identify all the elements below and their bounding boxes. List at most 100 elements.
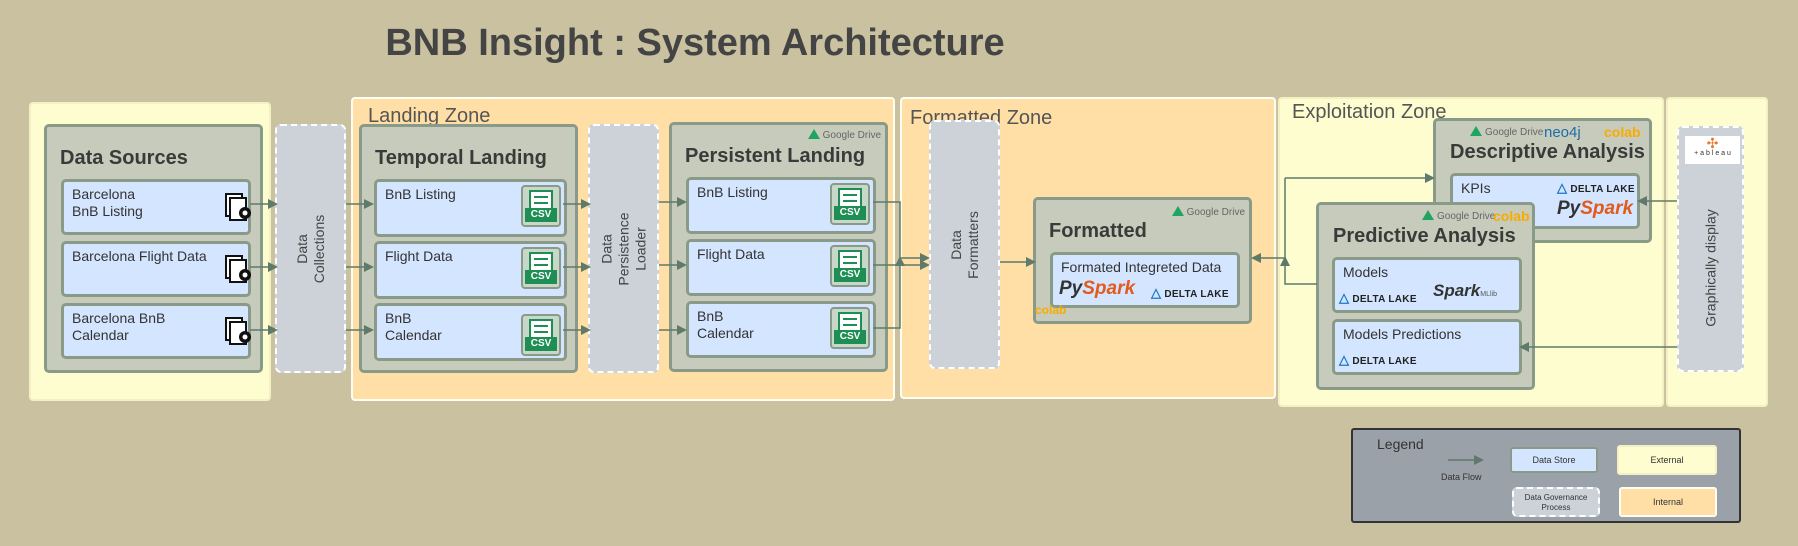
persistent-landing-title: Persistent Landing: [685, 145, 866, 167]
delta-lake-logo: △DELTA LAKE: [1557, 179, 1635, 198]
csv-icon: CSV: [830, 245, 870, 287]
colab-logo: colab: [1035, 303, 1067, 317]
source-label: Barcelona BnB Calendar: [72, 310, 166, 343]
descriptive-analysis-title: Descriptive Analysis: [1450, 141, 1645, 163]
spark-label: Spark: [1433, 281, 1481, 300]
temporal-bnb-listing[interactable]: BnB Listing CSV: [374, 179, 567, 237]
store-label: Flight Data: [697, 246, 765, 262]
tableau-label: + a b l e a u: [1694, 150, 1731, 157]
store-label: Formated Integreted Data: [1061, 259, 1222, 275]
store-label: Flight Data: [385, 248, 453, 264]
data-persistence-loader-process[interactable]: Data Persistence Loader: [588, 124, 659, 373]
graphically-display-process[interactable]: ✣ + a b l e a u Graphically display: [1677, 126, 1744, 372]
colab-logo: colab: [1493, 208, 1530, 224]
legend-title: Legend: [1377, 436, 1424, 452]
store-label: KPIs: [1461, 180, 1491, 196]
store-label: BnB Listing: [385, 186, 456, 202]
csv-icon: CSV: [521, 185, 561, 227]
google-drive-logo: Google Drive: [1422, 210, 1495, 222]
delta-lake-label: DELTA LAKE: [1164, 289, 1229, 300]
formatted-title: Formatted: [1049, 220, 1147, 242]
delta-lake-logo: △DELTA LAKE: [1339, 289, 1417, 308]
google-drive-logo: Google Drive: [1470, 126, 1543, 138]
google-drive-logo: Google Drive: [1171, 206, 1245, 218]
csv-icon: CSV: [830, 307, 870, 349]
legend-data-store: Data Store: [1510, 447, 1598, 473]
source-bnb-calendar[interactable]: Barcelona BnB Calendar: [61, 303, 251, 359]
delta-lake-icon: △: [1339, 290, 1350, 305]
spark-mllib-logo: SparkMLlib: [1433, 282, 1497, 303]
csv-icon: CSV: [521, 314, 561, 356]
colab-logo: colab: [1604, 124, 1641, 140]
legend: Legend Data Flow Data Store External Dat…: [1351, 428, 1741, 523]
data-sources-title: Data Sources: [60, 147, 188, 169]
google-drive-label: Google Drive: [822, 130, 881, 141]
exploitation-zone-label: Exploitation Zone: [1292, 101, 1447, 123]
source-bnb-listing[interactable]: Barcelona BnB Listing: [61, 179, 251, 235]
store-label: BnB Listing: [697, 184, 768, 200]
csv-icon: CSV: [830, 183, 870, 225]
pyspark-logo: PySpark: [1557, 198, 1634, 219]
tableau-logo: ✣ + a b l e a u: [1685, 136, 1740, 164]
persistent-landing-group: Google Drive Persistent Landing BnB List…: [669, 122, 888, 372]
pyspark-py: Py: [1557, 198, 1581, 219]
pyspark-logo: PySpark: [1059, 278, 1136, 299]
data-formatters-process[interactable]: Data Formatters: [929, 120, 1000, 369]
persistent-bnb-calendar[interactable]: BnB Calendar CSV: [686, 301, 876, 358]
source-label: Barcelona Flight Data: [72, 248, 207, 264]
legend-internal-label: Internal: [1652, 497, 1684, 507]
temporal-flight-data[interactable]: Flight Data CSV: [374, 241, 567, 299]
pyspark-spark: Spark: [1580, 198, 1634, 219]
csv-tag: CSV: [525, 208, 557, 222]
predictive-analysis-title: Predictive Analysis: [1333, 225, 1516, 247]
google-drive-label: Google Drive: [1437, 211, 1496, 222]
csv-tag: CSV: [834, 206, 866, 220]
store-label: BnB Calendar: [697, 308, 754, 341]
pyspark-spark: Spark: [1082, 278, 1136, 299]
legend-arrow-icon: [1448, 455, 1484, 465]
delta-lake-logo: △DELTA LAKE: [1151, 284, 1229, 303]
api-gear-icon: [225, 317, 251, 345]
api-gear-icon: [225, 255, 251, 283]
delta-lake-icon: △: [1339, 352, 1350, 367]
data-sources-group: Data Sources Barcelona BnB Listing Barce…: [44, 124, 263, 373]
legend-internal: Internal: [1619, 487, 1717, 517]
legend-data-store-label: Data Store: [1532, 455, 1576, 465]
legend-governance-label: Data Governance Process: [1524, 493, 1588, 512]
legend-external-label: External: [1650, 455, 1684, 465]
api-gear-icon: [225, 193, 251, 221]
temporal-landing-group: Temporal Landing BnB Listing CSV Flight …: [359, 124, 578, 373]
kpis-store[interactable]: KPIs △DELTA LAKE PySpark: [1450, 173, 1640, 229]
models-store[interactable]: Models △DELTA LAKE SparkMLlib: [1332, 257, 1522, 313]
store-label: BnB Calendar: [385, 310, 442, 343]
source-flight-data[interactable]: Barcelona Flight Data: [61, 241, 251, 297]
legend-governance: Data Governance Process: [1512, 487, 1600, 517]
delta-lake-label: DELTA LAKE: [1352, 356, 1417, 367]
temporal-bnb-calendar[interactable]: BnB Calendar CSV: [374, 303, 567, 361]
formatted-integrated-data-store[interactable]: Formated Integreted Data PySpark △DELTA …: [1050, 252, 1240, 308]
google-drive-label: Google Drive: [1485, 127, 1544, 138]
predictive-analysis-group: Google Drive colab Predictive Analysis M…: [1316, 202, 1535, 390]
csv-tag: CSV: [525, 337, 557, 351]
delta-lake-label: DELTA LAKE: [1570, 184, 1635, 195]
store-label: Models Predictions: [1343, 326, 1462, 342]
pyspark-py: Py: [1059, 278, 1083, 299]
persistent-bnb-listing[interactable]: BnB Listing CSV: [686, 177, 876, 234]
models-predictions-store[interactable]: Models Predictions △DELTA LAKE: [1332, 319, 1522, 375]
persistent-flight-data[interactable]: Flight Data CSV: [686, 239, 876, 296]
neo4j-logo: neo4j: [1544, 124, 1581, 141]
delta-lake-icon: △: [1557, 180, 1568, 195]
source-label: Barcelona BnB Listing: [72, 186, 143, 219]
formatted-group: Google Drive Formatted Formated Integret…: [1033, 197, 1252, 324]
legend-external: External: [1617, 445, 1717, 475]
delta-lake-icon: △: [1151, 285, 1162, 300]
google-drive-label: Google Drive: [1186, 207, 1245, 218]
legend-data-flow-label: Data Flow: [1441, 472, 1482, 482]
delta-lake-logo: △DELTA LAKE: [1339, 351, 1417, 370]
csv-tag: CSV: [525, 270, 557, 284]
data-collections-process[interactable]: Data Collections: [275, 124, 346, 373]
google-drive-logo: Google Drive: [807, 129, 881, 141]
page-title: BNB Insight : System Architecture: [385, 22, 1005, 64]
csv-tag: CSV: [834, 268, 866, 282]
